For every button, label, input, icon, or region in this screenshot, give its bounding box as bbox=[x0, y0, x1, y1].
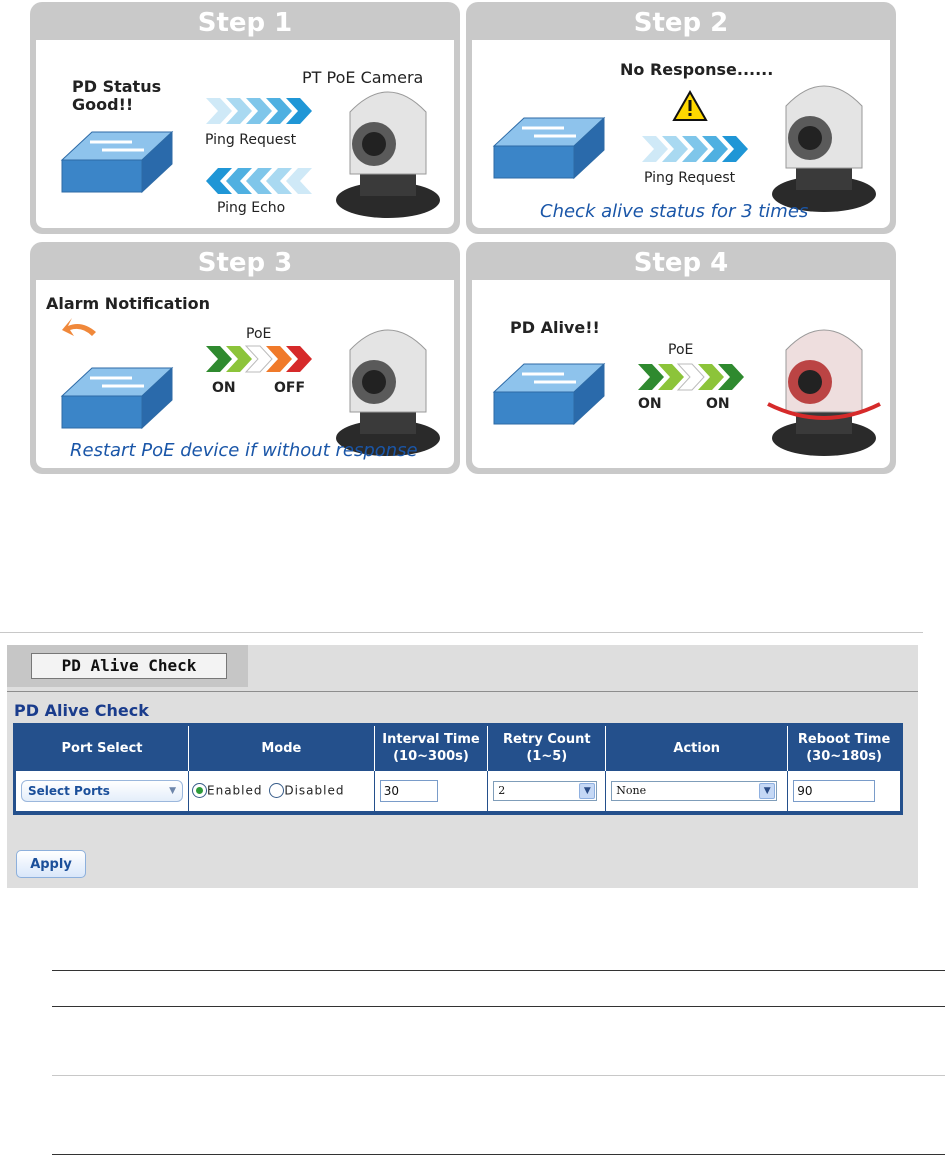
ping-request-label: Ping Request bbox=[644, 170, 736, 186]
action-value: None bbox=[616, 783, 647, 797]
on-right-label: ON bbox=[706, 396, 730, 412]
poe-label: PoE bbox=[668, 342, 694, 358]
retry-count-value: 2 bbox=[498, 783, 506, 797]
camera-icon bbox=[772, 85, 876, 212]
table-row: Select Ports ▼ Enabled Disabled 2 ▼ bbox=[14, 770, 902, 815]
mode-enabled-radio[interactable] bbox=[192, 783, 207, 798]
no-response-text: No Response...... bbox=[620, 60, 774, 79]
select-ports-dropdown[interactable]: Select Ports ▼ bbox=[21, 779, 183, 802]
column-header-mode: Mode bbox=[188, 724, 375, 771]
interval-time-input[interactable] bbox=[379, 779, 438, 802]
cell-reboot-time bbox=[787, 770, 902, 815]
poe-arrows bbox=[638, 363, 744, 391]
cell-port-select: Select Ports ▼ bbox=[14, 770, 189, 815]
cell-action: None ▼ bbox=[605, 770, 788, 815]
pd-alive-check-page: PD Alive Check PD Alive Check Port Selec… bbox=[7, 645, 918, 888]
alarm-arrow-icon bbox=[62, 318, 96, 336]
cell-interval-time bbox=[373, 770, 488, 815]
table-header-row: Port Select Mode Interval Time (10~300s)… bbox=[14, 724, 902, 771]
ping-request-arrows bbox=[642, 136, 748, 162]
step-2-illustration bbox=[492, 85, 876, 212]
tab-bar: PD Alive Check bbox=[7, 645, 248, 687]
ping-echo-arrows bbox=[206, 168, 312, 194]
divider-line bbox=[52, 1006, 945, 1007]
ping-request-label: Ping Request bbox=[205, 132, 297, 148]
column-header-retry-count: Retry Count (1~5) bbox=[487, 724, 606, 771]
column-header-reboot-time: Reboot Time (30~180s) bbox=[787, 724, 902, 771]
top-divider bbox=[0, 632, 923, 633]
cell-mode: Enabled Disabled bbox=[188, 770, 375, 815]
on-label: ON bbox=[212, 380, 236, 396]
divider-line bbox=[52, 970, 945, 971]
column-header-port-select: Port Select bbox=[14, 724, 189, 771]
tab-pd-alive-check[interactable]: PD Alive Check bbox=[31, 653, 227, 679]
pd-alive-text: PD Alive!! bbox=[510, 318, 600, 337]
step-3-panel: Step 3 Alarm Notification PoE ON OFF Re bbox=[30, 242, 460, 474]
camera-icon bbox=[336, 91, 440, 218]
apply-button[interactable]: Apply bbox=[16, 850, 86, 878]
action-select[interactable]: None ▼ bbox=[611, 780, 778, 801]
cell-retry-count: 2 ▼ bbox=[487, 770, 606, 815]
step-2-title: Step 2 bbox=[633, 8, 729, 38]
alarm-notification-text: Alarm Notification bbox=[46, 294, 210, 313]
off-label: OFF bbox=[274, 380, 306, 396]
mode-disabled-radio[interactable] bbox=[269, 783, 285, 798]
step-2-panel: Step 2 No Response...... Ping R bbox=[466, 2, 896, 234]
poe-label: PoE bbox=[246, 326, 272, 342]
on-left-label: ON bbox=[638, 396, 662, 412]
switch-icon bbox=[60, 366, 174, 430]
step-1-title: Step 1 bbox=[197, 8, 293, 38]
column-header-action: Action bbox=[605, 724, 788, 771]
retry-count-select[interactable]: 2 ▼ bbox=[493, 780, 598, 801]
switch-icon bbox=[492, 116, 606, 180]
mode-enabled-label: Enabled bbox=[207, 783, 263, 798]
camera-icon bbox=[767, 329, 881, 456]
pd-status-text: PD Status Good!! bbox=[72, 77, 162, 114]
section-title: PD Alive Check bbox=[14, 701, 149, 720]
step-2-caption: Check alive status for 3 times bbox=[540, 201, 809, 222]
step-3-title: Step 3 bbox=[197, 248, 293, 278]
step-3-caption: Restart PoE device if without response bbox=[70, 440, 418, 461]
poe-arrows bbox=[206, 345, 312, 373]
divider-line bbox=[52, 1075, 945, 1076]
camera-label: PT PoE Camera bbox=[302, 68, 424, 87]
reboot-time-input[interactable] bbox=[793, 779, 876, 802]
switch-icon bbox=[60, 130, 174, 194]
mode-disabled-label: Disabled bbox=[284, 783, 345, 798]
step-4-title: Step 4 bbox=[633, 248, 729, 278]
column-header-interval-time: Interval Time (10~300s) bbox=[373, 724, 488, 771]
step-4-illustration bbox=[492, 329, 881, 456]
switch-icon bbox=[492, 362, 606, 426]
chevron-down-icon: ▼ bbox=[579, 782, 596, 799]
select-ports-label: Select Ports bbox=[28, 783, 110, 798]
ping-request-arrows bbox=[206, 98, 312, 124]
chevron-down-icon: ▼ bbox=[759, 782, 776, 799]
divider-line bbox=[52, 1154, 945, 1155]
tab-divider bbox=[7, 691, 918, 692]
pd-alive-check-table: Port Select Mode Interval Time (10~300s)… bbox=[13, 723, 903, 815]
warning-icon bbox=[672, 89, 708, 121]
step-1-panel: Step 1 bbox=[30, 2, 460, 234]
step-4-panel: Step 4 PD Alive!! PoE ON ON bbox=[466, 242, 896, 474]
ping-echo-label: Ping Echo bbox=[217, 200, 286, 216]
step-3-illustration bbox=[60, 318, 440, 456]
chevron-down-icon: ▼ bbox=[169, 785, 176, 796]
step-1-illustration bbox=[60, 91, 440, 218]
camera-icon bbox=[336, 329, 440, 456]
